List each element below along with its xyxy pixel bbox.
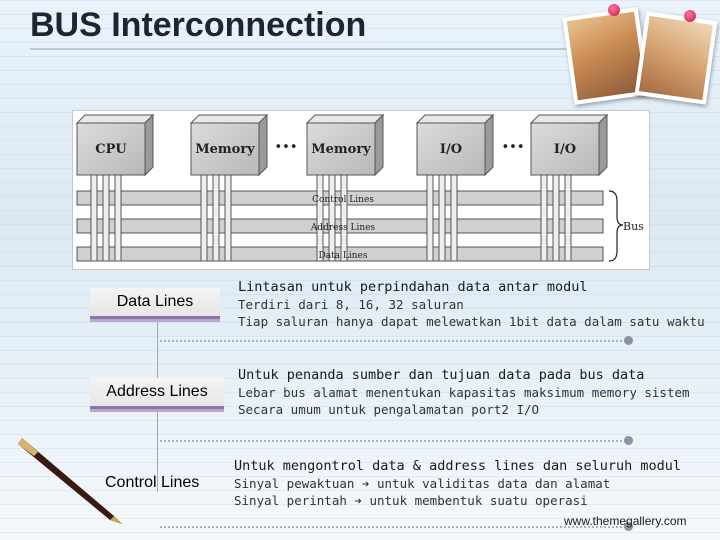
row-separator xyxy=(160,440,626,442)
description-line: Secara umum untuk pengalamatan port2 I/O xyxy=(238,402,540,417)
row-label: Address Lines xyxy=(106,383,208,400)
module-label: Memory xyxy=(311,142,371,157)
description-line: Tiap saluran hanya dapat melewatkan 1bit… xyxy=(238,314,705,329)
description-line: Lintasan untuk perpindahan data antar mo… xyxy=(238,279,588,295)
module-memory-2: Memory xyxy=(305,113,385,177)
module-label: I/O xyxy=(440,142,462,157)
module-io-2: I/O xyxy=(529,113,609,177)
separator-dot xyxy=(624,436,633,445)
module-boxes: CPU Memory ••• Memory I/O ••• xyxy=(75,113,609,177)
module-io-1: I/O xyxy=(415,113,495,177)
address-lines-band xyxy=(76,218,604,234)
bus-label: Bus xyxy=(623,220,644,233)
control-lines-label: Control Lines xyxy=(105,474,200,491)
control-lines-band xyxy=(76,190,604,206)
module-label: Memory xyxy=(195,142,255,157)
control-lines-label: Control Lines xyxy=(312,195,374,205)
module-label: CPU xyxy=(95,142,127,157)
address-lines-description: Untuk penanda sumber dan tujuan data pad… xyxy=(238,367,690,418)
row-separator xyxy=(160,526,626,528)
description-line: Untuk mengontrol data & address lines da… xyxy=(234,458,682,474)
ellipsis: ••• xyxy=(501,140,524,155)
footer-url: www.themegallery.com xyxy=(564,514,687,528)
address-lines-label: Address Lines xyxy=(310,223,376,233)
description-line: Lebar bus alamat menentukan kapasitas ma… xyxy=(238,385,690,400)
row-label: Data Lines xyxy=(116,293,194,310)
bus-diagram: CPU Memory ••• Memory I/O ••• xyxy=(72,110,650,270)
row-separator xyxy=(160,340,626,342)
description-line: Untuk penanda sumber dan tujuan data pad… xyxy=(238,367,645,383)
pushpin-icon xyxy=(684,10,696,22)
photo-decoration-right xyxy=(634,11,718,105)
data-lines-label-box: Data Lines xyxy=(90,288,220,319)
module-cpu: CPU xyxy=(75,113,155,177)
separator-dot xyxy=(624,522,633,531)
page-title: BUS Interconnection xyxy=(30,6,367,44)
data-lines-band xyxy=(76,246,604,262)
data-lines-description: Lintasan untuk perpindahan data antar mo… xyxy=(238,279,705,330)
bus-lines xyxy=(76,190,604,262)
description-line: Sinyal pewaktuan ➔ untuk validitas data … xyxy=(234,476,611,491)
control-lines-description: Untuk mengontrol data & address lines da… xyxy=(234,458,681,509)
bus-brace xyxy=(608,190,624,262)
address-lines-label-box: Address Lines xyxy=(90,378,224,409)
module-memory-1: Memory xyxy=(189,113,269,177)
pen-decoration xyxy=(18,438,122,524)
module-connectors xyxy=(90,172,572,262)
title-divider xyxy=(30,48,570,50)
description-line: Sinyal perintah ➔ untuk membentuk suatu … xyxy=(234,493,588,508)
pushpin-icon xyxy=(608,4,620,16)
description-line: Terdiri dari 8, 16, 32 saluran xyxy=(238,297,464,312)
data-lines-label: Data Lines xyxy=(318,251,367,261)
module-label: I/O xyxy=(554,142,576,157)
ellipsis: ••• xyxy=(274,140,297,155)
separator-dot xyxy=(624,336,633,345)
